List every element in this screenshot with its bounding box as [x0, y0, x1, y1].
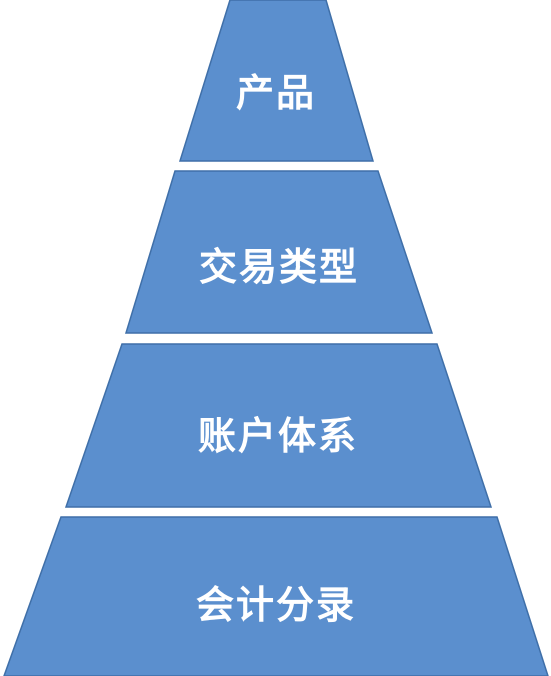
pyramid-layer-3-label: 账户体系	[198, 414, 358, 458]
pyramid-layer-3[interactable]: 账户体系	[64, 343, 493, 508]
pyramid-layer-2[interactable]: 交易类型	[124, 170, 434, 334]
pyramid-layer-1-shape	[178, 0, 375, 162]
pyramid-layer-2-shape	[124, 170, 434, 334]
pyramid-layer-2-label: 交易类型	[199, 245, 359, 289]
pyramid-layer-4-shape	[3, 516, 549, 676]
pyramid-layer-4[interactable]: 会计分录	[3, 516, 549, 676]
pyramid-layer-4-label: 会计分录	[196, 583, 356, 627]
pyramid-layer-3-shape	[64, 343, 493, 508]
pyramid-layer-1[interactable]: 产品	[178, 0, 375, 162]
pyramid-layer-1-label: 产品	[236, 71, 316, 115]
